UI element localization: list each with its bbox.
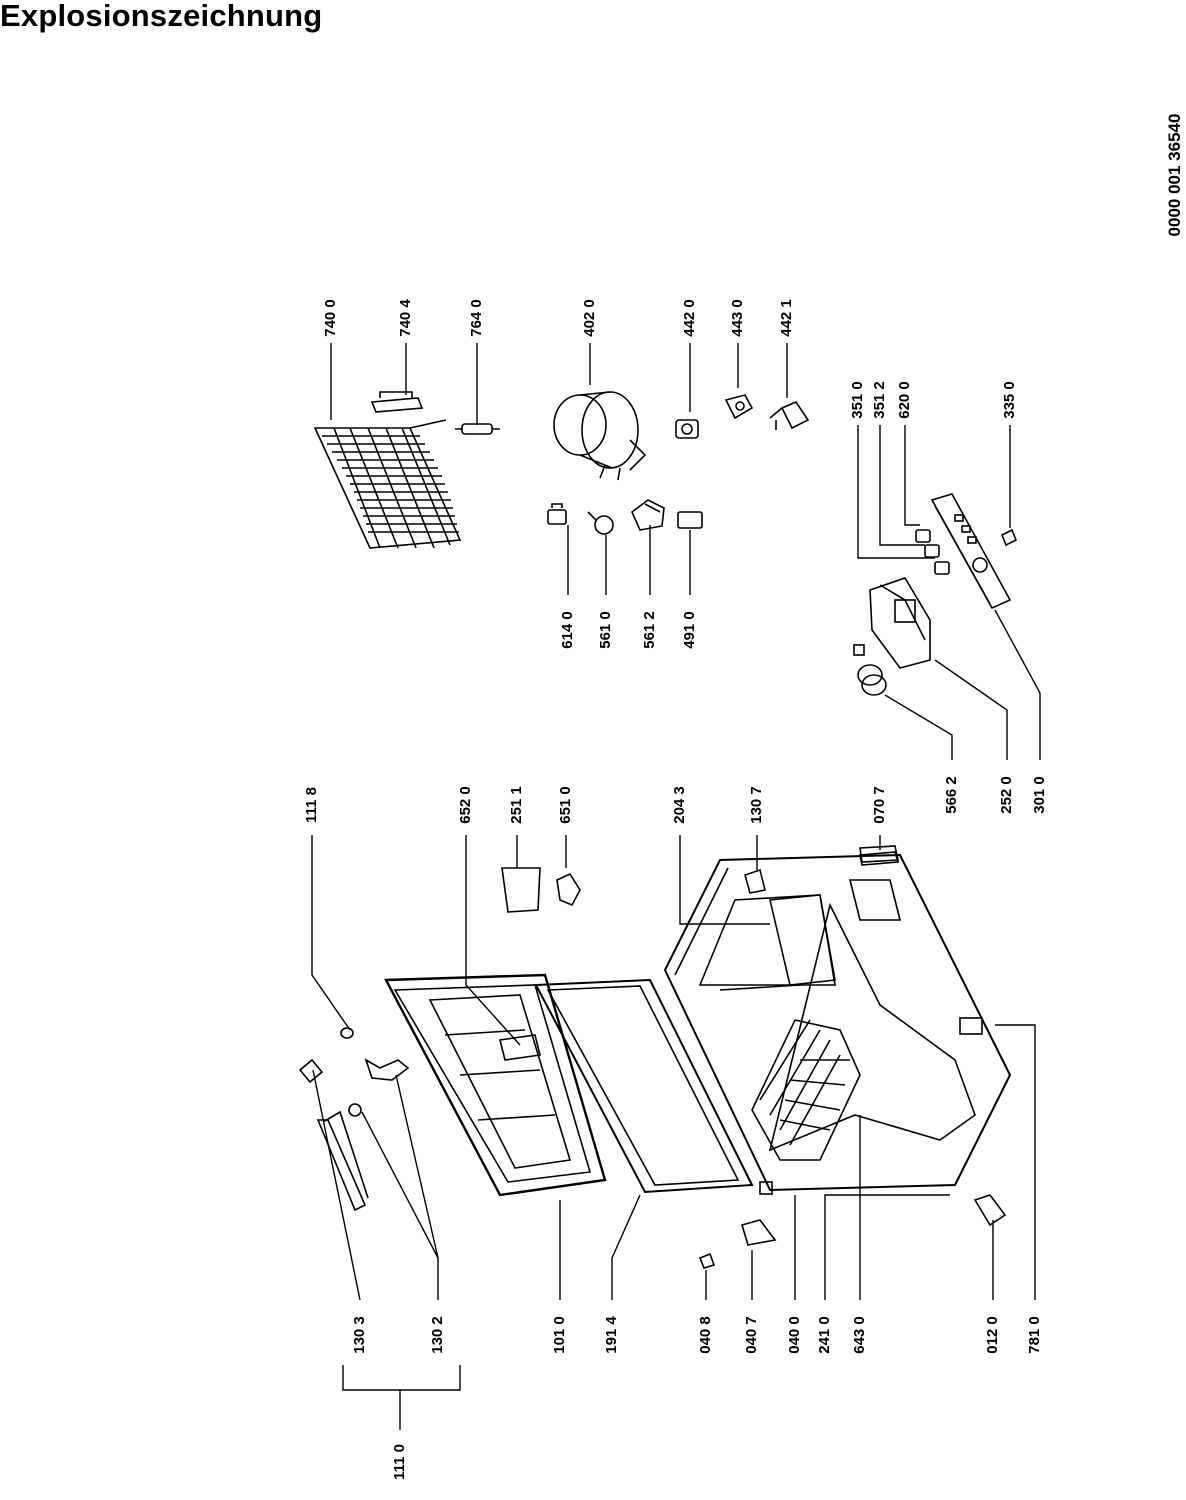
- part-number-label: 204 3: [671, 786, 688, 824]
- part-number-label: 301 0: [1031, 776, 1048, 814]
- control-housing: [869, 577, 931, 669]
- part-number-label: 070 7: [871, 786, 888, 824]
- part-number-label: 335 0: [1001, 381, 1018, 419]
- lock: [348, 1058, 410, 1117]
- hinge-cover: [740, 1219, 777, 1246]
- part-number-label: 443 0: [729, 299, 746, 337]
- part-number-label: 491 0: [681, 611, 698, 649]
- part-number-label: 740 0: [322, 299, 339, 337]
- part-number-label: 643 0: [851, 1316, 868, 1354]
- control-panel: [930, 493, 1012, 610]
- part-number-label: 561 2: [641, 611, 658, 649]
- lamp-switch: [501, 867, 541, 913]
- heating-coil: [853, 644, 887, 696]
- part-number-label: 191 4: [603, 1316, 620, 1354]
- thermostat-housing: [631, 499, 665, 531]
- basket: [751, 1019, 861, 1161]
- leader-lines: [311, 343, 1041, 1430]
- start-relay: [675, 419, 699, 439]
- part-number-label: 566 2: [943, 776, 960, 814]
- drain-plug: [698, 1252, 716, 1269]
- part-number-label: 442 1: [778, 299, 795, 337]
- part-number-label: 781 0: [1026, 1316, 1043, 1354]
- part-number-label: 652 0: [457, 786, 474, 824]
- relay-cover: [769, 401, 810, 430]
- lamp-cover: [677, 511, 703, 529]
- part-number-label: 620 0: [896, 381, 913, 419]
- part-number-label: 040 7: [743, 1316, 760, 1354]
- foot: [973, 1194, 1007, 1227]
- page-title: Explosionszeichnung: [0, 0, 323, 33]
- part-number-label: 111 8: [303, 787, 320, 823]
- knob-and-switches: [915, 528, 1018, 575]
- part-number-label: 402 0: [581, 299, 598, 337]
- part-number-label: 651 0: [557, 786, 574, 824]
- lamp: [556, 872, 581, 907]
- part-number-label: 351 0: [849, 381, 866, 419]
- grille-part: [859, 845, 899, 863]
- hinge-pin: [759, 1181, 773, 1195]
- compressor: [553, 391, 647, 481]
- hinge-part: [298, 1058, 324, 1084]
- part-number-label: 012 0: [984, 1316, 1001, 1354]
- part-number-label: 614 0: [559, 611, 576, 649]
- part-number-label: 040 0: [786, 1316, 803, 1354]
- part-number-label: 561 0: [597, 611, 614, 649]
- evaporator-coil: [313, 419, 462, 549]
- part-number-label: 130 7: [748, 786, 765, 824]
- part-number-label: 040 8: [697, 1316, 714, 1354]
- part-labels: 111 0 130 3 130 2 101 0 191 4 040 8 040 7 040 0…: [303, 299, 1048, 1480]
- thermostat: [587, 511, 614, 535]
- part-number-label: 101 0: [551, 1316, 568, 1354]
- magnet-plug: [340, 1027, 354, 1039]
- coil-bracket: [370, 391, 424, 413]
- part-number-label: 111 0: [391, 1444, 408, 1480]
- cabinet: [663, 851, 1012, 1192]
- part-number-label: 130 2: [429, 1316, 446, 1354]
- part-number-label: 351 2: [871, 381, 888, 419]
- part-number-label: 442 0: [681, 299, 698, 337]
- lid-handle: [316, 1110, 369, 1212]
- part-number-label: 740 4: [397, 299, 414, 337]
- overload-protector: [724, 394, 754, 420]
- cover-plate: [959, 1017, 983, 1035]
- part-number-label: 252 0: [998, 776, 1015, 814]
- part-number-label: 130 3: [351, 1316, 368, 1354]
- part-number-label: 251 1: [508, 786, 525, 824]
- lid-gasket: [534, 978, 754, 1194]
- filter-drier: [455, 423, 500, 435]
- part-number-label: 764 0: [468, 299, 485, 337]
- part-number-label: 241 0: [816, 1316, 833, 1354]
- cable-clamp: [547, 503, 567, 525]
- lid-assembly: [384, 973, 607, 1197]
